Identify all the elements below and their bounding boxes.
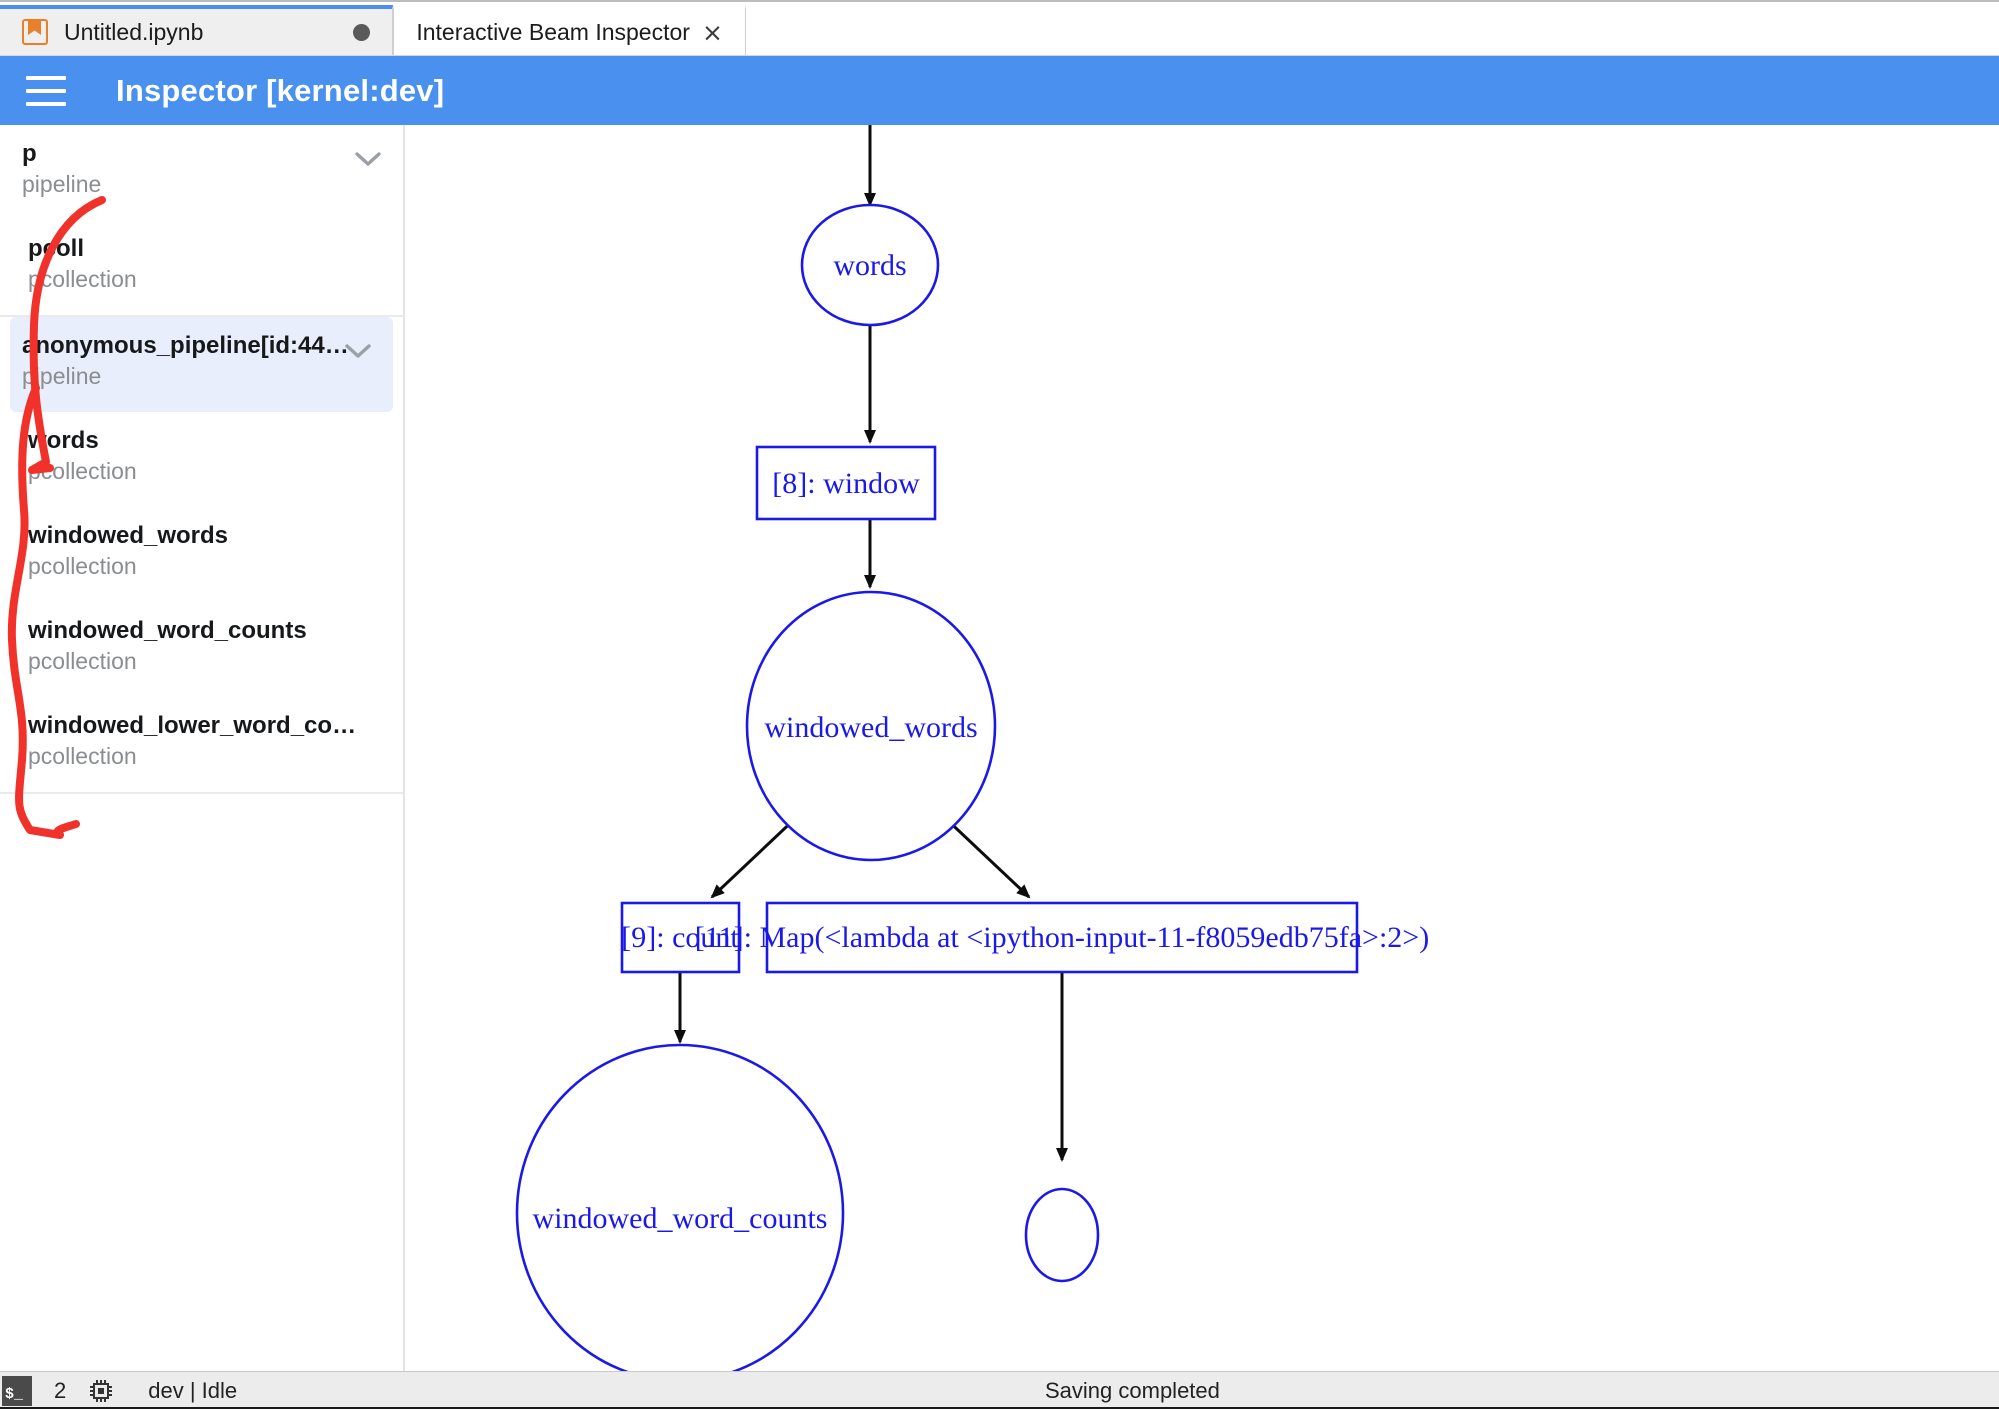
graph-node-label: windowed_words	[764, 711, 977, 744]
status-bar-underline	[0, 1407, 1999, 1409]
kernel-status[interactable]: dev | Idle	[148, 1377, 238, 1403]
graph-node-label: [8]: window	[772, 467, 920, 500]
chevron-down-icon[interactable]	[345, 343, 371, 359]
tab-label: Interactive Beam Inspector	[416, 18, 690, 45]
sidebar-item-windowed-words[interactable]: windowed_words pcollection	[0, 507, 403, 602]
sidebar-item-words[interactable]: words pcollection	[0, 412, 403, 507]
sidebar-group-pipeline-p: p pipeline pcoll pcollection	[0, 125, 403, 317]
pipeline-graph-canvas[interactable]: words [8]: window windowed_words [9]: co…	[407, 125, 1999, 1371]
notebook-icon	[22, 19, 48, 45]
sidebar-item-type: pcollection	[28, 266, 137, 293]
sidebar-item-label: windowed_word_counts	[28, 617, 307, 644]
tab-bar: Untitled.ipynb Interactive Beam Inspecto…	[0, 0, 1999, 56]
graph-node-count[interactable]: [9]: count	[620, 901, 741, 974]
status-bar: $_ 2 dev | Idle Saving completed	[0, 1371, 1999, 1409]
unsaved-changes-dot-icon[interactable]	[353, 23, 371, 41]
inspector-header: Inspector [kernel:dev]	[0, 56, 1999, 125]
sidebar-item-p[interactable]: p pipeline	[0, 125, 403, 220]
tab-bar-top-rule	[0, 0, 1999, 5]
graph-node-clipped[interactable]	[1024, 1187, 1100, 1283]
sidebar-item-type: pcollection	[28, 458, 137, 485]
sidebar-item-label: windowed_lower_word_counts	[28, 712, 359, 739]
sidebar-item-label: words	[28, 427, 99, 454]
sidebar-item-label: pcoll	[28, 235, 85, 262]
graph-node-window[interactable]: [8]: window	[755, 445, 937, 521]
sidebar-item-label: anonymous_pipeline[id:44516…	[22, 332, 349, 359]
close-icon[interactable]: ×	[701, 17, 723, 47]
pipeline-graph-svg: words [8]: window windowed_words [9]: co…	[515, 125, 1429, 1371]
graph-node-windowed-word-counts[interactable]: windowed_word_counts	[515, 1043, 845, 1371]
save-status: Saving completed	[1045, 1377, 1220, 1403]
cpu-chip-icon[interactable]	[88, 1378, 114, 1404]
graph-node-map-lambda[interactable]: [11]: Map(<lambda at <ipython-input-11-f…	[695, 901, 1429, 974]
sidebar-item-type: pipeline	[22, 363, 102, 390]
page-title: Inspector [kernel:dev]	[116, 72, 445, 108]
chevron-down-icon[interactable]	[355, 151, 381, 167]
sidebar-item-type: pcollection	[28, 553, 137, 580]
graph-node-words[interactable]: words	[800, 203, 940, 327]
sidebar-item-windowed-lower-word-counts[interactable]: windowed_lower_word_counts pcollection	[0, 697, 403, 792]
sidebar-item-type: pcollection	[28, 743, 137, 770]
graph-node-windowed-words[interactable]: windowed_words	[745, 590, 997, 862]
graph-node-label: words	[833, 249, 906, 282]
terminal-icon[interactable]: $_	[2, 1375, 32, 1406]
kernel-count: 2	[54, 1377, 67, 1403]
sidebar-item-type: pcollection	[28, 648, 137, 675]
sidebar-item-anonymous-pipeline[interactable]: anonymous_pipeline[id:44516… pipeline	[10, 317, 393, 412]
sidebar-item-label: p	[22, 140, 37, 167]
sidebar-item-label: windowed_words	[28, 522, 229, 549]
graph-node-label: windowed_word_counts	[533, 1202, 828, 1235]
sidebar-item-pcoll[interactable]: pcoll pcollection	[0, 220, 403, 315]
sidebar-group-pipeline-anonymous: anonymous_pipeline[id:44516… pipeline wo…	[0, 317, 403, 794]
sidebar-item-windowed-word-counts[interactable]: windowed_word_counts pcollection	[0, 602, 403, 697]
graph-node-label: [11]: Map(<lambda at <ipython-input-11-f…	[695, 921, 1429, 954]
tab-untitled-ipynb[interactable]: Untitled.ipynb	[0, 5, 394, 55]
inspectables-sidebar[interactable]: p pipeline pcoll pcollection anonymous_p…	[0, 125, 405, 1371]
tab-interactive-beam-inspector[interactable]: Interactive Beam Inspector ×	[393, 5, 746, 55]
tab-label: Untitled.ipynb	[64, 18, 204, 45]
graph-node-label: [9]: count	[621, 921, 739, 954]
inspector-body: p pipeline pcoll pcollection anonymous_p…	[0, 125, 1999, 1371]
hamburger-icon[interactable]	[26, 75, 66, 106]
sidebar-item-type: pipeline	[22, 171, 102, 198]
